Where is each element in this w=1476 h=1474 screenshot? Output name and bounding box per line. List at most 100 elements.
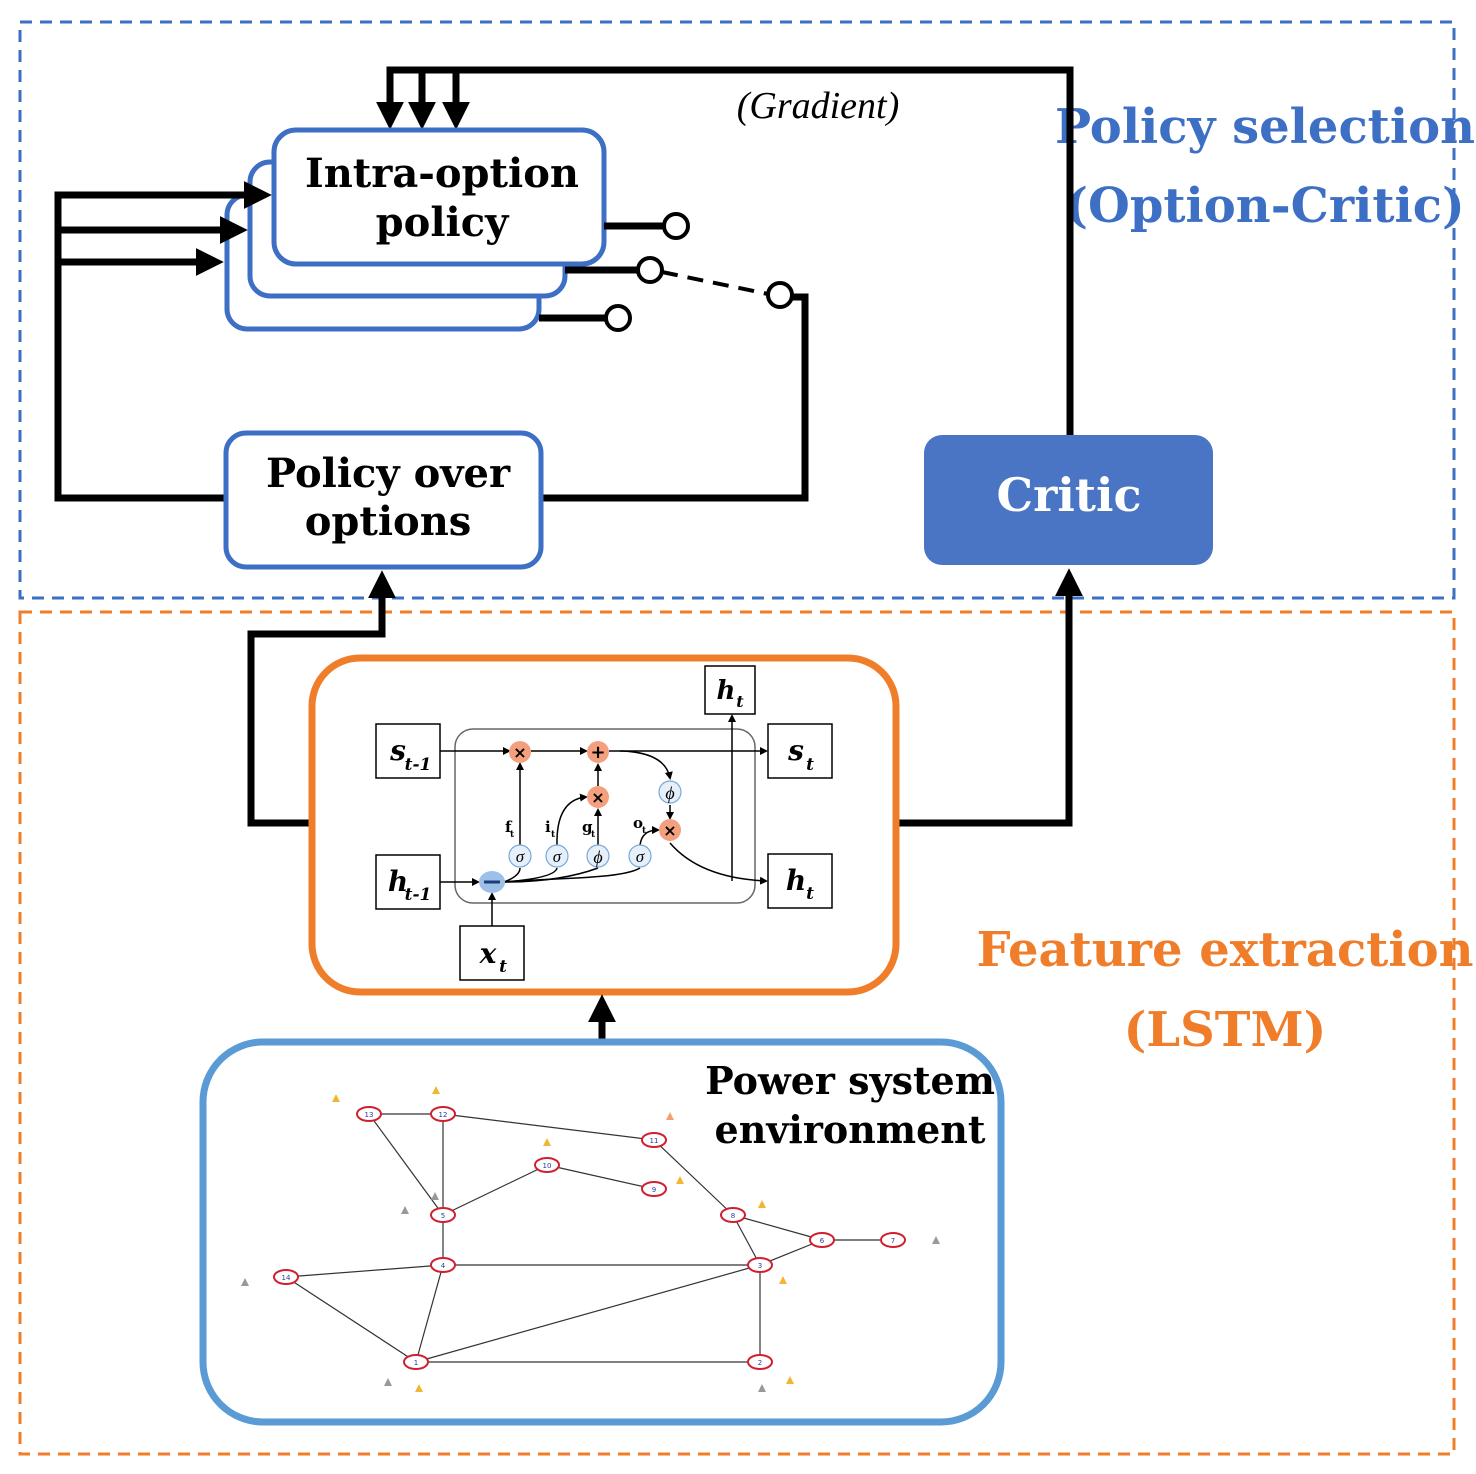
grid-marker [543,1138,551,1146]
grid-bus-label: 6 [820,1237,825,1245]
h-top-box [704,665,756,715]
gate-i-label: i [545,818,551,836]
grid-bus: 11 [641,1132,667,1148]
h-out-box [767,853,833,909]
s-prev-label: s [389,734,406,767]
gate-o-sub: t [642,826,647,836]
grid-bus: 2 [747,1354,773,1370]
grid-bus: 9 [641,1181,667,1197]
grid-bus-label: 1 [414,1359,418,1367]
grid-line [546,1164,655,1190]
x-box [459,925,525,981]
input-gate [545,844,569,868]
cell-add-op [587,741,609,763]
policy-over-options-box [223,430,544,570]
grid-marker [932,1236,940,1244]
forget-multiply-symbol: × [513,743,526,762]
cell-tanh-op [658,780,682,804]
grid-marker [786,1376,794,1384]
grid-line [442,1113,655,1141]
switch-terminal-3 [604,304,632,332]
h-out-label: h [786,864,806,897]
grid-bus-label: 13 [365,1111,374,1119]
critic-box [924,435,1213,565]
policy-selection-title: Policy selection [1055,99,1475,155]
gate-f-sub: t [510,830,515,840]
grid-line [653,1139,734,1216]
grid-line [415,1264,761,1363]
feature-extraction-title: Feature extraction [977,922,1474,978]
intra-option-policy-box [271,127,607,267]
candidate-phi: ϕ [593,847,602,867]
policy-over-options-line2: options [305,498,472,545]
s-out-box [767,723,833,779]
grid-marker [676,1176,684,1184]
grid-marker [432,1086,440,1094]
s-out-label: s [787,734,804,767]
switch-terminal-2 [636,256,664,284]
grid-marker [401,1206,409,1214]
gradient-wire [376,66,1074,435]
grid-bus: 12 [430,1106,456,1122]
grid-marker [666,1112,674,1120]
gate-o-label: o [633,814,643,832]
grid-marker [779,1276,787,1284]
h-out-sub: t [806,884,814,904]
grid-bus-label: 9 [652,1186,656,1194]
grid-bus-label: 4 [441,1262,446,1270]
output-multiply-op [659,819,681,841]
h-top-label: h [717,676,736,706]
gradient-label: (Gradient) [737,85,900,127]
cell-tanh-symbol: ϕ [665,783,674,803]
switch-pivot [766,281,794,309]
grid-bus-label: 3 [758,1262,762,1270]
switch-terminal-1 [662,212,690,240]
grid-bus: 6 [809,1232,835,1248]
grid-marker [758,1200,766,1208]
input-sigma: σ [553,847,562,866]
option-feedback-wire [54,181,272,502]
grid-bus-label: 12 [439,1111,448,1119]
gate-f-label: f [505,818,513,836]
s-out-sub: t [806,755,814,775]
grid-line [285,1276,417,1363]
lstm-subtitle: (LSTM) [1124,1002,1327,1058]
lstm-to-policy-wire [247,570,396,827]
input-multiply-op [587,786,609,808]
grid-bus: 1 [403,1354,429,1370]
grid-bus-label: 14 [282,1274,291,1282]
h-top-sub: t [736,692,744,711]
input-multiply-symbol: × [591,788,604,807]
grid-marker [758,1384,766,1392]
output-gate [628,844,652,868]
s-prev-sub: t-1 [405,755,432,775]
grid-bus-label: 10 [543,1162,552,1170]
grid-bus: 3 [747,1257,773,1273]
h-prev-box [375,854,441,910]
grid-bus: 5 [430,1207,456,1223]
grid-line [732,1214,823,1241]
forget-gate [508,844,532,868]
grid-marker [431,1192,439,1200]
power-system-box [199,1038,1005,1426]
power-system-label-line1: Power system [705,1058,995,1103]
grid-bus: 8 [720,1207,746,1223]
lstm-to-critic-wire [896,568,1083,827]
output-multiply-symbol: × [663,821,676,840]
grid-bus-label: 11 [650,1137,659,1145]
feature-extraction-frame [18,610,1456,1456]
x-label: x [479,937,497,970]
grid-bus: 4 [430,1257,456,1273]
grid-bus-label: 5 [441,1212,445,1220]
power-system-label-line2: environment [715,1107,986,1152]
grid-line [368,1113,444,1216]
grid-bus: 10 [534,1157,560,1173]
output-sigma: σ [636,847,645,866]
gate-g-label: g [582,818,593,836]
lstm-cell-frame [454,728,756,904]
policy-over-options-line1: Policy over [266,450,511,497]
grid-bus-label: 8 [731,1212,735,1220]
grid-line [442,1164,548,1216]
forget-sigma: σ [516,847,525,866]
